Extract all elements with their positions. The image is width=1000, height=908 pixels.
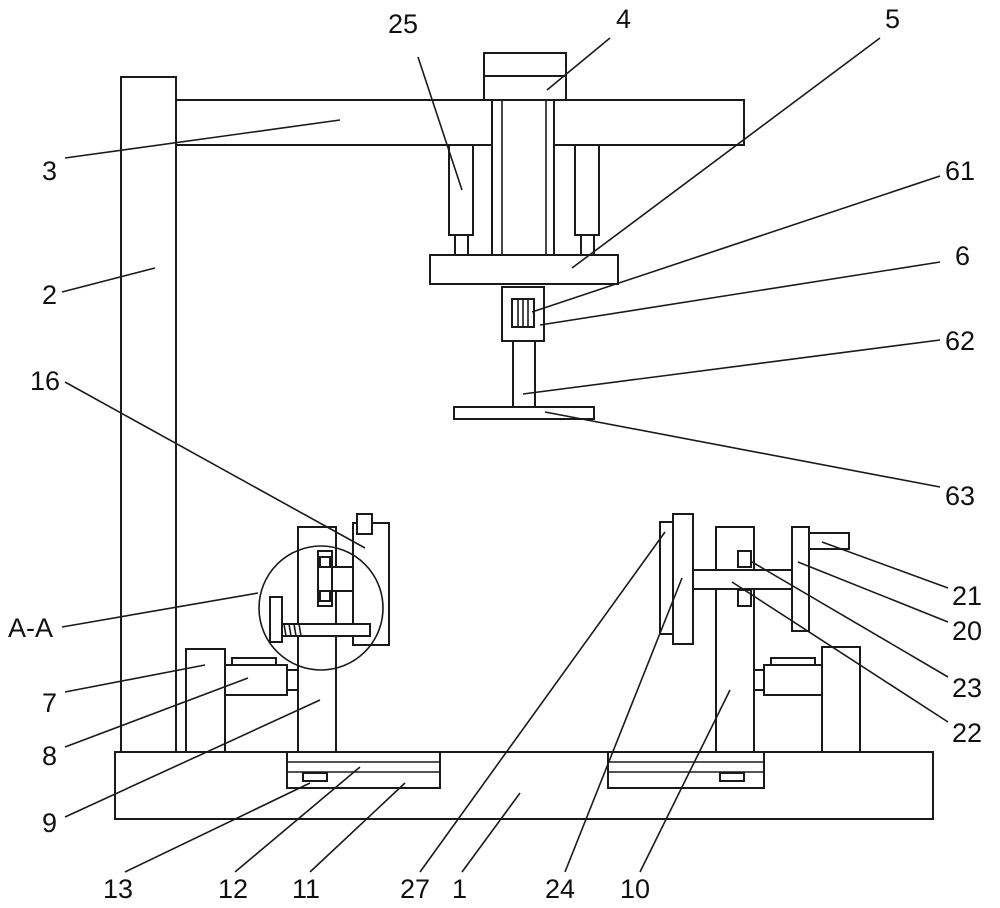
label-6: 6 [955, 241, 970, 271]
left-bearing-lower [319, 590, 331, 602]
left-cylinder-rod [454, 234, 469, 256]
label-2: 2 [42, 280, 57, 310]
top-beam [175, 99, 745, 146]
label-22: 22 [952, 718, 982, 748]
label-11: 11 [292, 874, 320, 904]
right-cylinder-cap [770, 657, 816, 666]
left-rail-housing [286, 751, 441, 789]
right-cylinder [574, 144, 600, 236]
left-clamp-shaft [331, 566, 354, 592]
leader-lines [61, 37, 949, 873]
grinding-spindle [512, 340, 536, 408]
label-10: 10 [620, 874, 650, 904]
label-61: 61 [945, 156, 975, 186]
label-8: 8 [42, 741, 57, 771]
motor-cap [483, 52, 567, 77]
label-12: 12 [218, 874, 248, 904]
label-20: 20 [952, 616, 982, 646]
label-62: 62 [945, 326, 975, 356]
label-3: 3 [42, 156, 57, 186]
label-5: 5 [885, 4, 900, 34]
left-slider-block [302, 772, 328, 782]
right-bearing-upper [737, 550, 752, 568]
left-screw-head [269, 596, 283, 643]
label-1: 1 [452, 874, 467, 904]
lift-plate [429, 254, 619, 285]
label-25: 25 [388, 9, 418, 39]
right-slider-block [719, 772, 745, 782]
left-cylinder-cap [231, 657, 277, 666]
label-27: 27 [400, 874, 430, 904]
right-shaft [692, 569, 793, 590]
left-cylinder-body [224, 664, 288, 696]
label-16: 16 [30, 366, 60, 396]
label-13: 13 [103, 874, 133, 904]
grinding-disc [453, 406, 595, 420]
detail-circle-a-a [258, 545, 384, 671]
right-cylinder-body [763, 664, 823, 696]
right-handle [808, 532, 850, 550]
left-push-block [185, 648, 226, 753]
right-handwheel [791, 526, 810, 632]
left-screw-thread [283, 623, 302, 637]
left-bearing-upper [319, 556, 331, 568]
vertical-column [120, 76, 177, 753]
label-21: 21 [952, 581, 982, 611]
label-9: 9 [42, 808, 57, 838]
label-63: 63 [945, 481, 975, 511]
left-cylinder-rod-end [286, 669, 299, 691]
right-rail-housing [607, 751, 765, 789]
right-chuck-disc [672, 513, 694, 645]
right-cylinder-rod [580, 234, 595, 256]
right-push-block [821, 646, 861, 753]
left-cylinder [448, 144, 474, 236]
right-cylinder-rod-end [753, 669, 765, 691]
label-23: 23 [952, 673, 982, 703]
label-section-a-a: A-A [8, 613, 53, 643]
left-clamp-knob [356, 513, 373, 535]
base-plate [114, 751, 934, 820]
label-7: 7 [42, 688, 57, 718]
right-chuck-hub [659, 521, 674, 635]
motor-body [483, 75, 567, 101]
label-24: 24 [545, 874, 575, 904]
label-4: 4 [616, 4, 631, 34]
